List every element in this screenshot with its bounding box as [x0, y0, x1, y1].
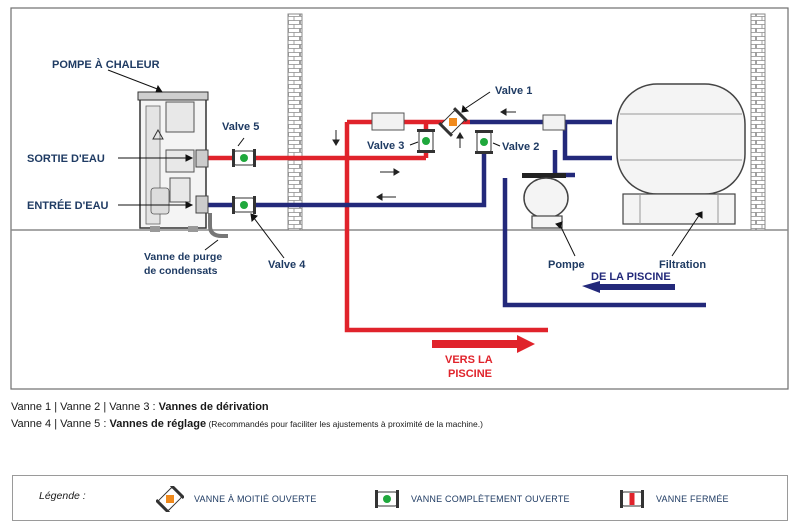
valve-4[interactable]: [232, 196, 256, 214]
inlet-connector: [195, 195, 209, 214]
valve-4-label: Valve 4: [268, 259, 306, 271]
note-adjustment-valves: Vanne 4 | Vanne 5 : Vannes de réglage (R…: [11, 418, 483, 430]
drain-label-line1: Vanne de purge: [144, 251, 222, 263]
note-bypass-valves: Vanne 1 | Vanne 2 | Vanne 3 : Vannes de …: [11, 401, 269, 413]
installation-diagram: POMPE À CHALEUR SORTIE D'EAU ENTRÉE D'EA…: [10, 7, 789, 390]
heat-pump-label: POMPE À CHALEUR: [52, 58, 160, 71]
bypass-coupling: [371, 112, 405, 131]
half-open-valve-icon: [156, 486, 184, 512]
pool-pump: [522, 173, 569, 229]
open-valve-icon: [375, 490, 399, 508]
from-pool-label: DE LA PISCINE: [591, 271, 671, 283]
leader-lines: [107, 69, 703, 259]
to-pool-arrow: [432, 335, 535, 353]
valve-5[interactable]: [232, 149, 256, 167]
brick-wall-right: [750, 13, 766, 231]
legend-fully-open: VANNE COMPLÈTEMENT OUVERTE: [373, 486, 570, 512]
legend-title: Légende :: [39, 490, 86, 502]
to-pool-label-line2: PISCINE: [448, 368, 492, 380]
brick-wall-left: [287, 13, 303, 231]
valve-2[interactable]: [475, 130, 493, 154]
valve-1[interactable]: [438, 107, 468, 137]
legend-closed: VANNE FERMÉE: [618, 486, 729, 512]
legend-closed-text: VANNE FERMÉE: [656, 494, 729, 504]
from-pool-arrow: [582, 281, 675, 293]
valve-3[interactable]: [417, 129, 435, 153]
outlet-connector: [195, 149, 209, 168]
heat-pump-unit: [137, 91, 209, 232]
closed-valve-icon: [620, 490, 644, 508]
legend-half-open-text: VANNE À MOITIÉ OUVERTE: [194, 494, 317, 504]
pump-label: Pompe: [548, 259, 585, 271]
water-out-label: SORTIE D'EAU: [27, 153, 105, 165]
valve-1-label: Valve 1: [495, 85, 532, 97]
valve-3-label: Valve 3: [367, 140, 404, 152]
filter-coupling: [542, 114, 566, 131]
filtration-tank: [616, 83, 746, 225]
condensate-drain-pipe: [208, 213, 228, 238]
legend-box: Légende : VANNE À MOITIÉ OUVERTE VANNE C…: [12, 475, 788, 521]
flow-arrows: [332, 108, 516, 201]
legend-half-open: VANNE À MOITIÉ OUVERTE: [156, 486, 317, 512]
valve-notes: Vanne 1 | Vanne 2 | Vanne 3 : Vannes de …: [11, 399, 483, 433]
filtration-label: Filtration: [659, 259, 706, 271]
valve-2-label: Valve 2: [502, 141, 539, 153]
water-in-label: ENTRÉE D'EAU: [27, 199, 109, 212]
drain-label-line2: de condensats: [144, 265, 218, 277]
to-pool-label-line1: VERS LA: [445, 354, 493, 366]
valve-5-label: Valve 5: [222, 121, 259, 133]
legend-fully-open-text: VANNE COMPLÈTEMENT OUVERTE: [411, 494, 570, 504]
